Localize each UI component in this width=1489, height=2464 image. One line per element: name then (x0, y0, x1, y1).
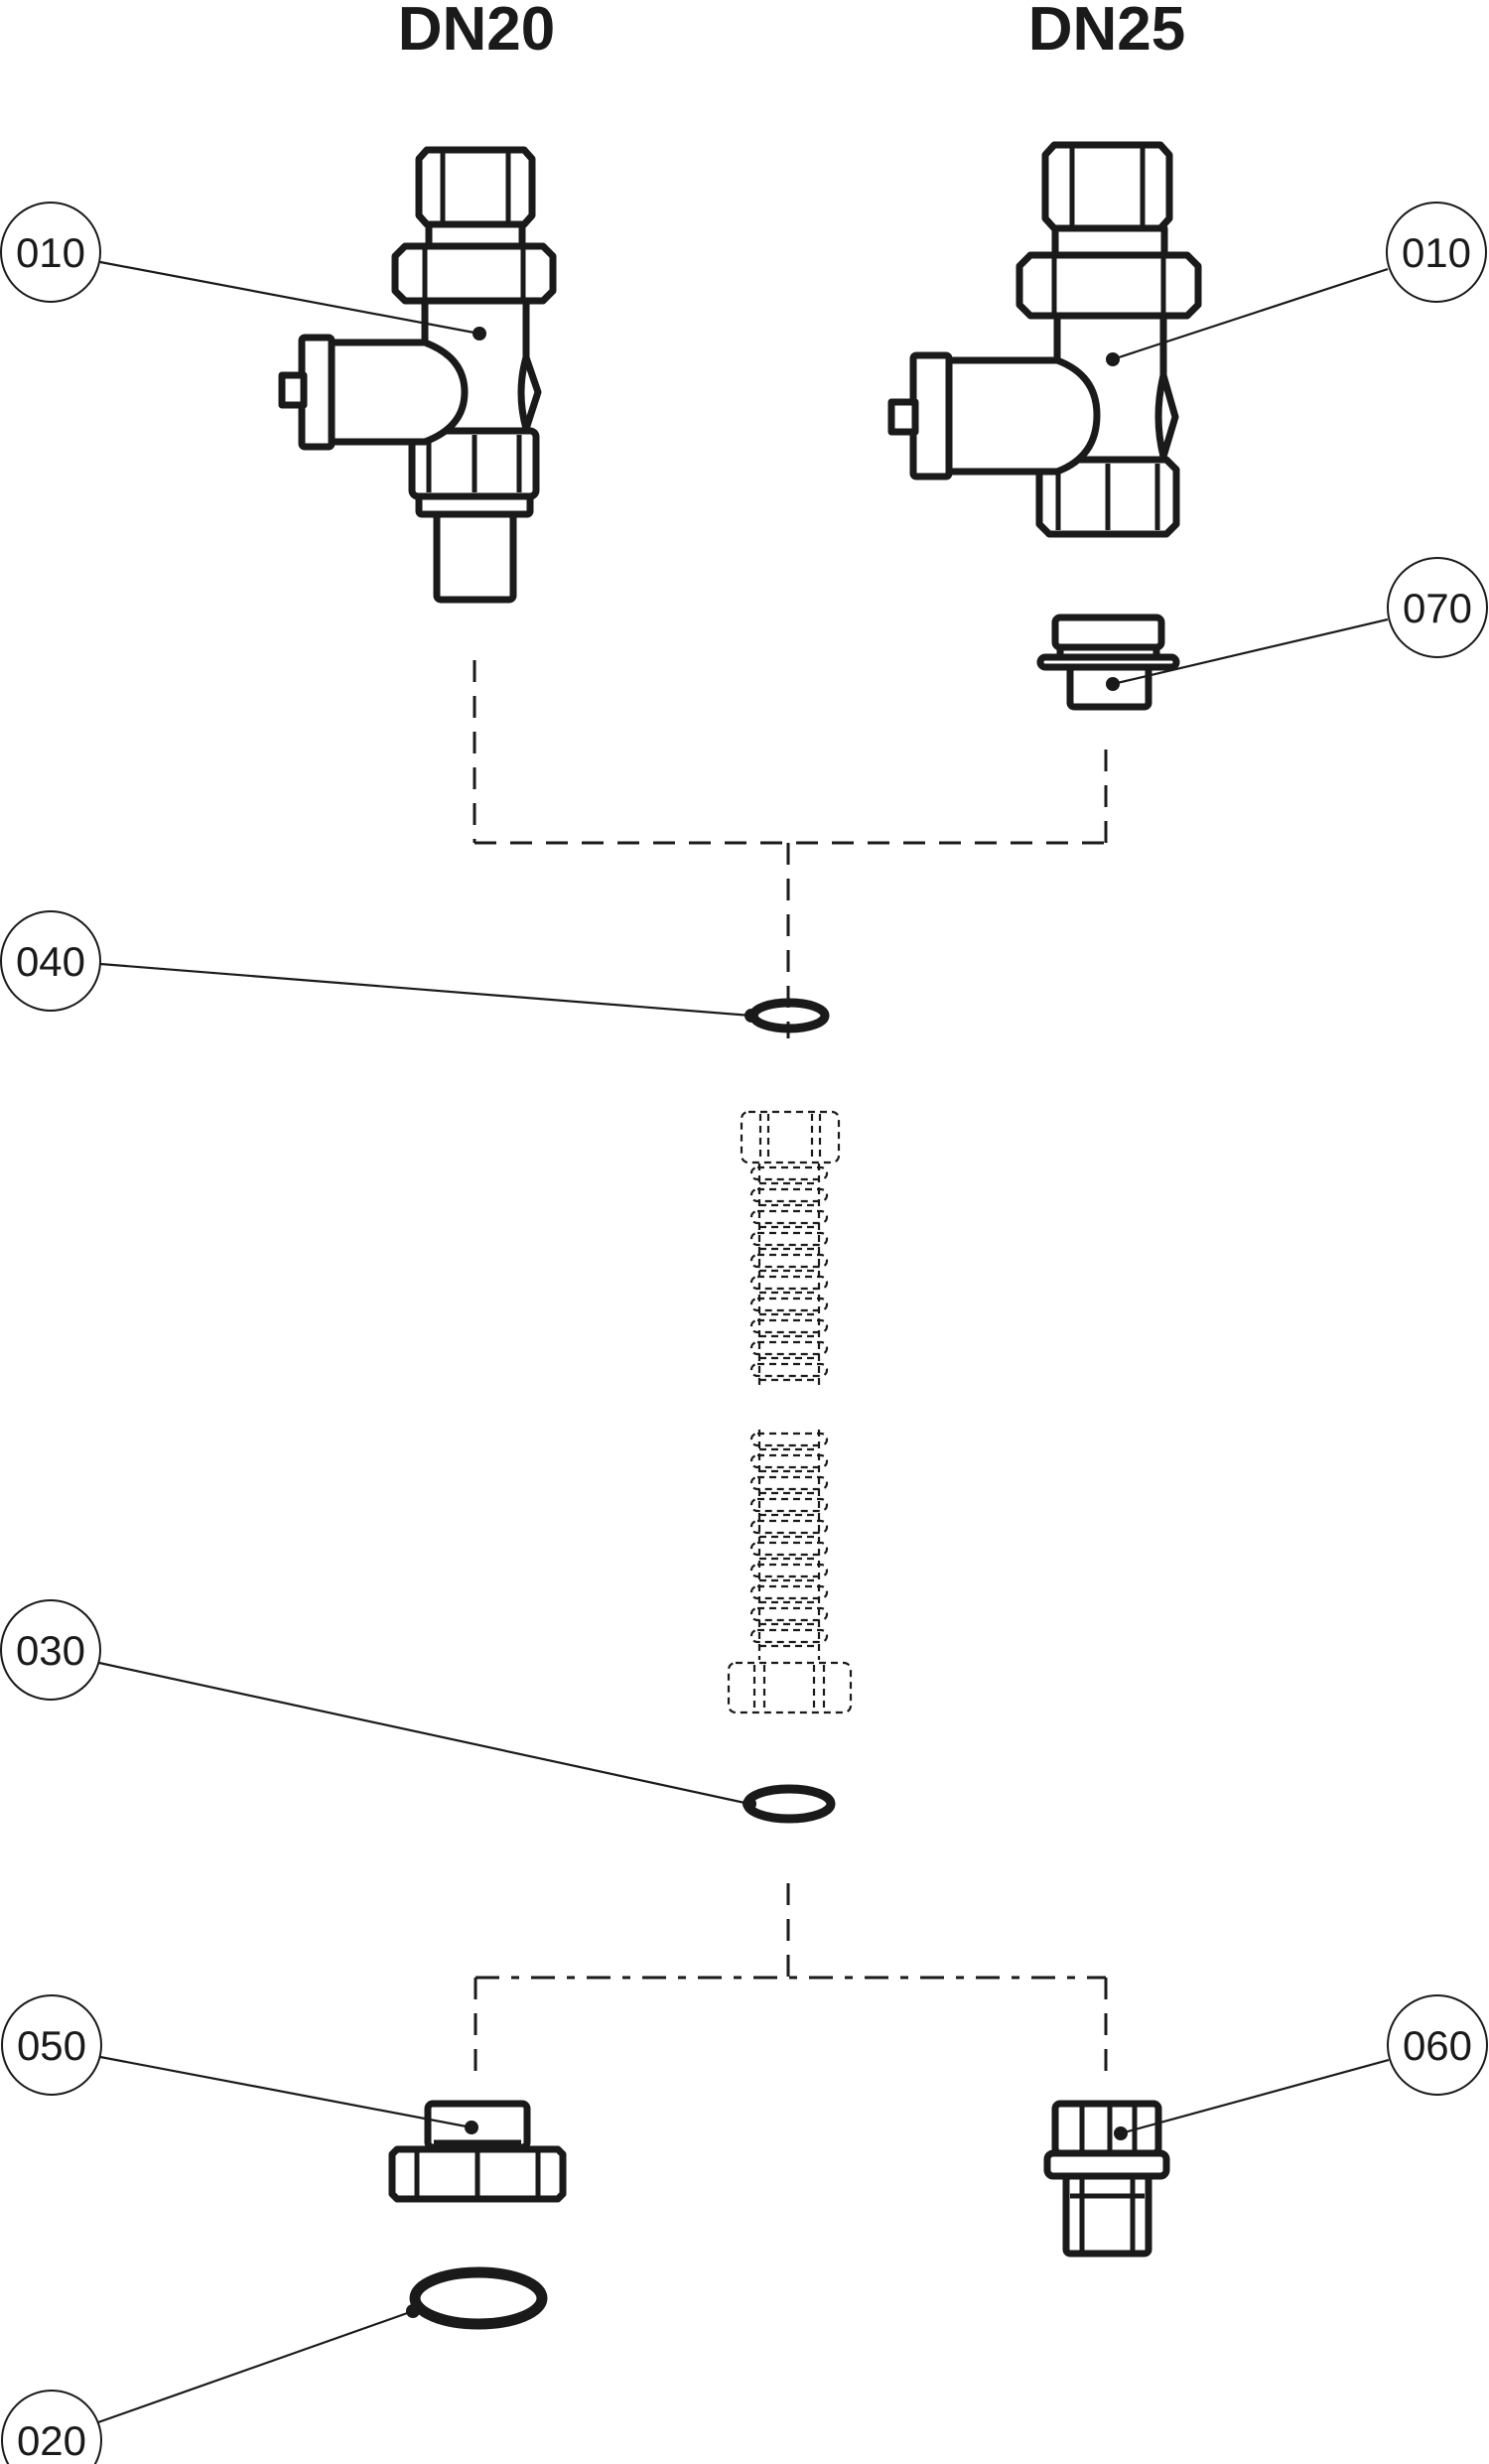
o-ring-upper[interactable] (748, 998, 830, 1033)
callout-010-dn20[interactable]: 010 (0, 202, 101, 303)
callout-label: 030 (16, 1627, 85, 1674)
column-heading-dn20: DN20 (398, 0, 556, 64)
callout-010-dn25[interactable]: 010 (1386, 202, 1487, 303)
callout-070[interactable]: 070 (1387, 557, 1488, 658)
callout-label: 060 (1403, 2022, 1472, 2069)
callout-050[interactable]: 050 (1, 1994, 102, 2096)
hose-corrugation (749, 1497, 829, 1513)
callout-label: 020 (17, 2417, 86, 2464)
callout-label: 010 (16, 229, 85, 276)
union-nut-fitting[interactable] (388, 2100, 567, 2203)
threaded-nipple-fitting[interactable] (1043, 2100, 1170, 2258)
hose-corrugation (749, 1187, 829, 1203)
hose-corrugation (749, 1253, 829, 1269)
callout-label: 040 (16, 938, 85, 985)
reducing-adapter[interactable] (1036, 614, 1180, 711)
hose-corrugation (749, 1606, 829, 1622)
angle-valve-dn20[interactable] (278, 146, 557, 604)
hose-corrugation (749, 1628, 829, 1644)
hose-corrugation (749, 1584, 829, 1600)
callout-label: 050 (17, 2022, 86, 2069)
column-heading-dn25: DN25 (1028, 0, 1186, 64)
callout-040[interactable]: 040 (0, 910, 101, 1012)
callout-030[interactable]: 030 (0, 1599, 101, 1701)
leader-lines (97, 260, 1390, 2424)
callout-060[interactable]: 060 (1387, 1994, 1488, 2096)
hose-corrugation (749, 1231, 829, 1247)
angle-valve-dn25[interactable] (887, 141, 1202, 538)
callout-label: 070 (1403, 585, 1472, 631)
flat-seal-ring[interactable] (409, 2266, 548, 2330)
hose-corrugation (749, 1519, 829, 1535)
hose-corrugation (749, 1297, 829, 1312)
callout-label: 010 (1402, 229, 1471, 276)
assembly-guide-upper (473, 660, 1108, 1038)
hose-corrugation (749, 1318, 829, 1334)
hose-corrugation (749, 1165, 829, 1181)
hose-corrugation (749, 1475, 829, 1491)
hose-segment-upper (749, 1164, 829, 1388)
hose-corrugation (749, 1541, 829, 1557)
flexible-hose-reference (727, 1110, 853, 1714)
o-ring-lower[interactable] (743, 1784, 836, 1824)
hose-corrugation (749, 1453, 829, 1469)
hose-corrugation (749, 1340, 829, 1356)
hose-corrugation (749, 1209, 829, 1225)
hose-corrugation (749, 1362, 829, 1378)
assembly-guide-lower (474, 1883, 1108, 2071)
hose-corrugation (749, 1275, 829, 1291)
hose-segment-lower (749, 1430, 829, 1660)
hose-corrugation (749, 1563, 829, 1578)
callout-020[interactable]: 020 (1, 2390, 102, 2464)
hose-corrugation (749, 1432, 829, 1447)
